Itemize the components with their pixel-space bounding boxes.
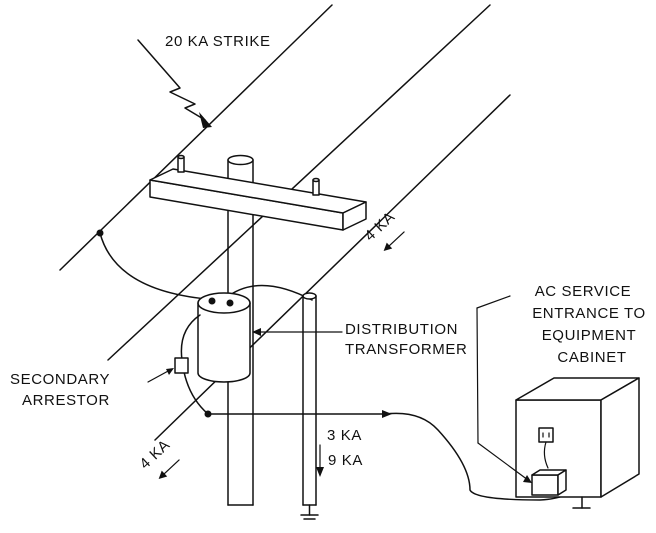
- current-9ka-label: 9 KA: [328, 452, 363, 469]
- power-line-top: [59, 4, 333, 271]
- secondary-arrestor-label-line2: ARRESTOR: [22, 392, 110, 409]
- lightning-bolt-tip: [199, 112, 212, 128]
- ac-service-label-line1: AC SERVICE: [535, 283, 632, 300]
- ground-rod: [300, 292, 319, 520]
- current-4ka-upper: 4 KA: [361, 208, 405, 252]
- ac-service-label-line3: EQUIPMENT: [542, 327, 637, 344]
- power-lines: [59, 4, 511, 441]
- strike-label: 20 KA STRIKE: [165, 33, 271, 50]
- transformer-bushing-right: [226, 299, 234, 307]
- distribution-transformer-label-line2: TRANSFORMER: [345, 341, 467, 358]
- power-outlet: [538, 427, 554, 443]
- transformer-bushing-left: [208, 297, 216, 305]
- power-line-middle: [107, 4, 491, 361]
- secondary-arrestor-label-line1: SECONDARY: [10, 371, 110, 388]
- service-cable-to-cabinet: [384, 412, 573, 501]
- ac-service-label-line4: CABINET: [557, 349, 626, 366]
- outlet-cord: [543, 441, 549, 469]
- current-4ka-lower: 4 KA: [136, 436, 180, 480]
- ac-service-label-line2: ENTRANCE TO: [532, 305, 646, 322]
- primary-jumper-wire: [99, 232, 208, 300]
- arrestor-pointer: [147, 369, 171, 383]
- current-4ka-lower-label: 4 KA: [136, 436, 173, 472]
- distribution-transformer: [197, 292, 251, 383]
- service-entrance-box: [531, 469, 567, 496]
- power-line-bottom: [154, 94, 511, 441]
- cross-arm: [149, 168, 367, 231]
- secondary-arrestor: [174, 357, 189, 374]
- lightning-bolt: [137, 39, 206, 121]
- insulator-left: [177, 154, 185, 173]
- current-4ka-upper-label: 4 KA: [361, 208, 398, 244]
- distribution-transformer-label-line1: DISTRIBUTION: [345, 321, 458, 338]
- current-3ka-label: 3 KA: [327, 427, 362, 444]
- insulator-right: [312, 177, 320, 196]
- ac-service-pointer: [476, 295, 511, 309]
